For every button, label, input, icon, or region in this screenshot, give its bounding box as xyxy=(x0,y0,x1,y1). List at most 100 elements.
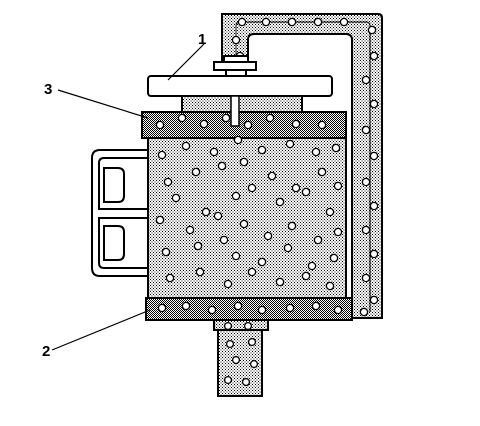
bubble xyxy=(285,139,295,149)
bubble xyxy=(233,135,243,145)
bubble xyxy=(241,377,251,387)
body-bubbles xyxy=(155,101,343,315)
bubble xyxy=(221,113,231,123)
bubble xyxy=(325,281,335,291)
bubble xyxy=(283,243,293,253)
bubble xyxy=(291,119,301,129)
bubble xyxy=(329,253,339,263)
bubble xyxy=(325,207,335,217)
bubble xyxy=(231,191,241,201)
bubble xyxy=(207,305,217,315)
bubble xyxy=(301,187,311,197)
leader-lines xyxy=(51,43,205,351)
bubble xyxy=(201,207,211,217)
bubble xyxy=(161,247,171,257)
bubble xyxy=(313,17,323,27)
bubble xyxy=(307,261,317,271)
bubble xyxy=(359,307,369,317)
bubble xyxy=(317,167,327,177)
bubble xyxy=(157,303,167,313)
bubble xyxy=(275,277,285,287)
bubble xyxy=(317,120,327,130)
callout-2: 2 xyxy=(42,343,50,360)
bubble xyxy=(263,231,273,241)
bubble xyxy=(369,249,379,259)
bubble xyxy=(231,35,241,45)
bubble xyxy=(287,221,297,231)
top-cap xyxy=(147,75,333,97)
bubble xyxy=(213,211,223,221)
bubble xyxy=(219,235,229,245)
bubble xyxy=(361,125,371,135)
bubble xyxy=(157,150,167,160)
outlet-pipe xyxy=(213,319,269,397)
bubble xyxy=(243,321,253,331)
bubble xyxy=(181,141,191,151)
bubble xyxy=(223,279,233,289)
bubble xyxy=(369,99,379,109)
bubble xyxy=(367,25,377,35)
bubble xyxy=(331,143,341,153)
bubble xyxy=(163,177,173,187)
bubble xyxy=(261,17,271,27)
bubble xyxy=(361,75,371,85)
bubble xyxy=(155,120,165,130)
bubble xyxy=(247,267,257,277)
bubble xyxy=(231,355,241,365)
bubble xyxy=(287,17,297,27)
cap-collar xyxy=(181,95,303,113)
bubble xyxy=(225,339,235,349)
tube-fitting xyxy=(213,55,257,127)
bubble xyxy=(239,157,249,167)
bubble xyxy=(171,193,181,203)
callout-1: 1 xyxy=(198,31,206,48)
bubble xyxy=(165,273,175,283)
leader-line-2 xyxy=(51,309,151,351)
bubble xyxy=(223,321,233,331)
bubble xyxy=(333,305,343,315)
bubble xyxy=(333,227,343,237)
bubble xyxy=(291,183,301,193)
bubble xyxy=(313,235,323,245)
bubble xyxy=(239,219,249,229)
bubble xyxy=(267,171,277,181)
bubble xyxy=(199,119,209,129)
bubble xyxy=(257,257,267,267)
bubble xyxy=(257,305,267,315)
bubble xyxy=(155,215,165,225)
bubble xyxy=(217,161,227,171)
bubble xyxy=(361,273,371,283)
bubble xyxy=(191,167,201,177)
bubble xyxy=(369,51,379,61)
bubble xyxy=(301,271,311,281)
bubble xyxy=(285,303,295,313)
bubble xyxy=(247,183,257,193)
bubble xyxy=(265,113,275,123)
bubble xyxy=(369,151,379,161)
bubble xyxy=(181,301,191,311)
bubble xyxy=(311,301,321,311)
bubble xyxy=(249,359,259,369)
bubble xyxy=(247,337,257,347)
bubble xyxy=(339,17,349,27)
mounting-bracket xyxy=(91,149,148,277)
bubble xyxy=(209,147,219,157)
bubble xyxy=(369,201,379,211)
callout-3: 3 xyxy=(44,81,52,98)
bubble xyxy=(361,177,371,187)
bubble xyxy=(257,145,267,155)
bubble xyxy=(233,301,243,311)
bubble xyxy=(369,295,379,305)
pipe-bubbles xyxy=(223,321,259,387)
bubble xyxy=(361,225,371,235)
bubble xyxy=(177,113,187,123)
leader-line-1 xyxy=(167,43,205,81)
bubble xyxy=(193,241,203,251)
bubble xyxy=(311,147,321,157)
bubble xyxy=(275,197,285,207)
canister-body xyxy=(141,101,353,321)
bubble xyxy=(223,375,233,385)
bubble xyxy=(333,181,343,191)
